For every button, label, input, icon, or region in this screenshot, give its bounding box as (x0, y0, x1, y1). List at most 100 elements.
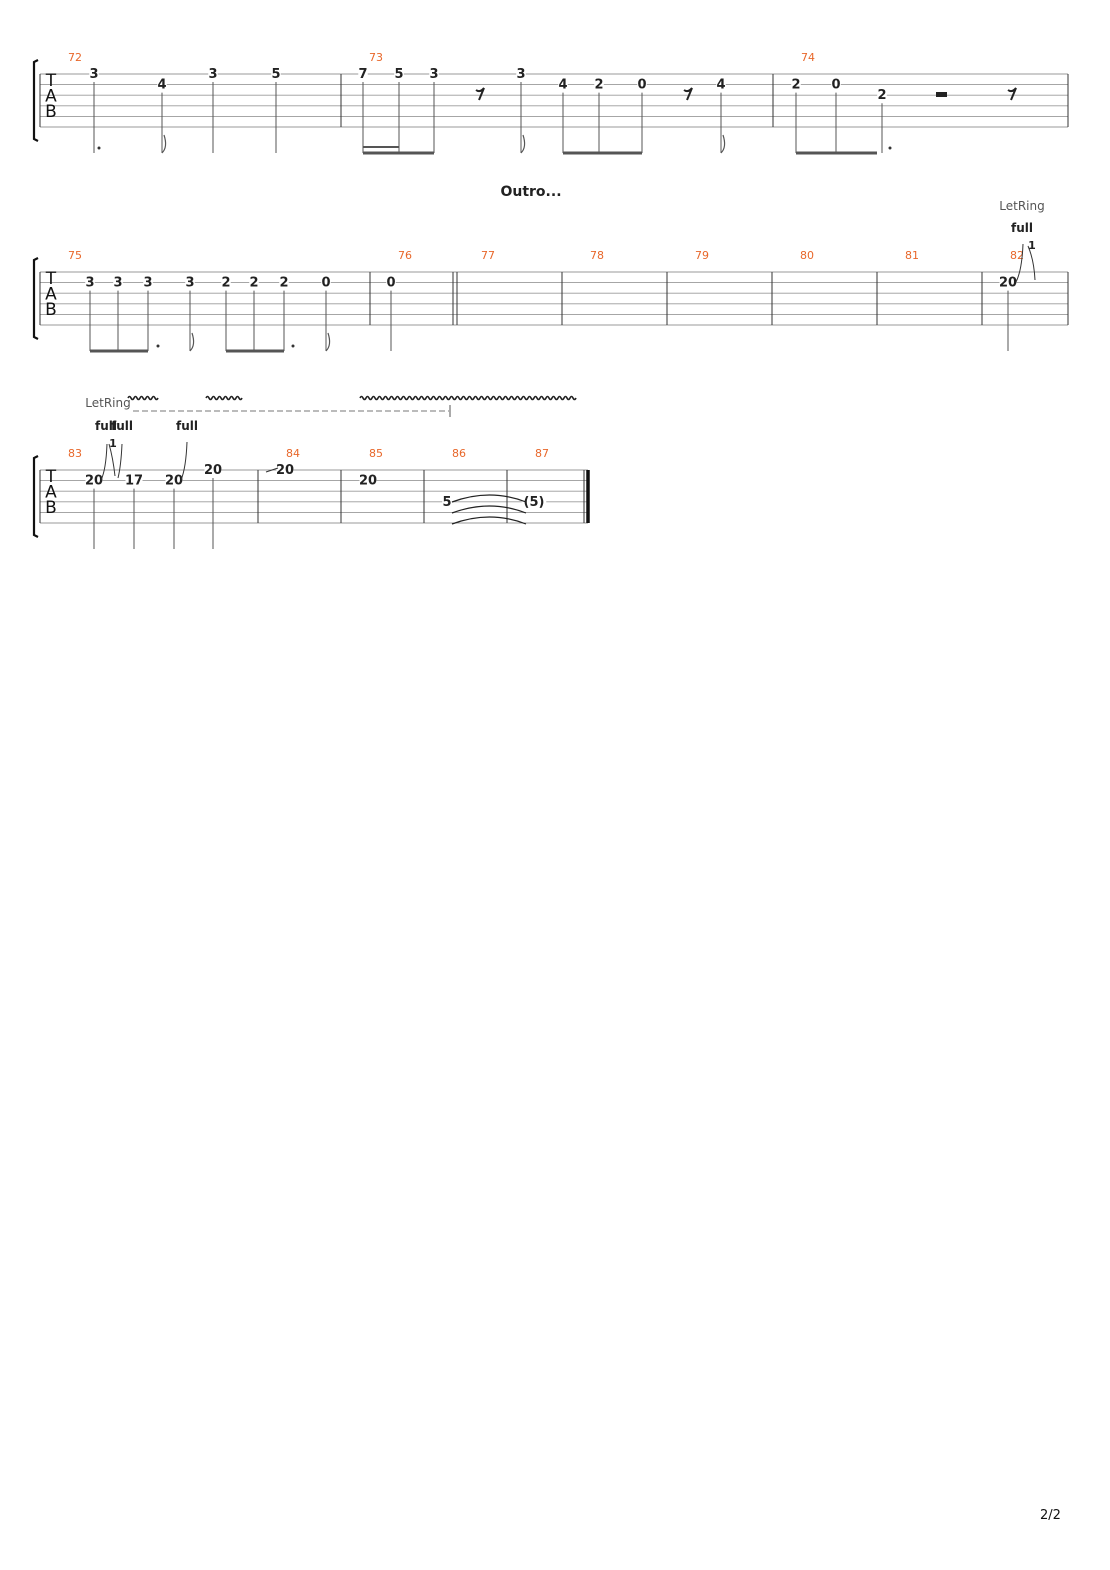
measure-number: 85 (369, 447, 383, 460)
fret-mask (221, 276, 231, 289)
fret-number: 3 (89, 67, 98, 82)
tie (451, 516, 527, 525)
fret-number: 5 (442, 495, 451, 510)
fret-mask (386, 276, 396, 289)
tab-clef-letter: B (45, 300, 57, 320)
fret-mask (359, 474, 377, 487)
tab-clef-letter: B (45, 102, 57, 122)
bend-arrow (108, 443, 116, 477)
measure-number: 74 (801, 51, 815, 64)
tab-clef-letter: T (45, 467, 57, 487)
fret-number: 5 (394, 67, 403, 82)
let-ring-label: LetRing (85, 396, 130, 410)
bend-arrow (180, 441, 188, 481)
fret-mask (89, 68, 99, 80)
vibrato-mark (359, 395, 577, 401)
system-bracket (32, 455, 39, 538)
fret-number: 4 (558, 78, 567, 93)
bend-label: full (1011, 221, 1033, 235)
measure-number: 82 (1010, 249, 1024, 262)
bend-arrow (100, 443, 108, 481)
measure-number: 75 (68, 249, 82, 262)
dot (156, 344, 160, 348)
measure-number: 73 (369, 51, 383, 64)
fret-mask (594, 78, 604, 91)
half-rest (936, 92, 947, 97)
bend-label: full (111, 419, 133, 433)
tab-clef-letter: T (45, 71, 57, 91)
release-label: 1 (1028, 239, 1036, 252)
fret-number: 3 (85, 276, 94, 291)
fret-mask (637, 78, 647, 91)
note-flag (720, 134, 726, 154)
fret-number: 2 (594, 78, 603, 93)
fret-mask (877, 89, 887, 102)
fret-number: 20 (999, 276, 1017, 291)
bend-arrow (1015, 243, 1024, 283)
eighth-rest (475, 87, 485, 101)
fret-mask (521, 495, 547, 508)
fret-number: 20 (165, 474, 183, 489)
fret-mask (558, 78, 568, 91)
fret-number: 5 (271, 67, 280, 82)
tab-clef-letter: A (45, 87, 57, 107)
release-label: 1 (109, 437, 117, 450)
fret-number: 2 (249, 276, 258, 291)
measure-number: 83 (68, 447, 82, 460)
fret-number: 3 (113, 276, 122, 291)
fret-mask (143, 276, 153, 289)
measure-number: 81 (905, 249, 919, 262)
tab-clef-letter: A (45, 483, 57, 503)
page-number: 2/2 (1040, 1508, 1061, 1523)
fret-mask (276, 464, 294, 476)
let-ring-label: LetRing (999, 199, 1044, 213)
fret-mask (204, 464, 222, 476)
fret-mask (791, 78, 801, 91)
fret-mask (208, 68, 218, 80)
bend-arrow (117, 443, 123, 479)
system-bracket (32, 257, 39, 340)
fret-number: 3 (429, 67, 438, 82)
measure-number: 87 (535, 447, 549, 460)
fret-number: 3 (143, 276, 152, 291)
note-flag (189, 332, 195, 352)
fret-mask (358, 68, 368, 80)
vibrato-mark (205, 395, 243, 401)
fret-mask (999, 276, 1017, 289)
measure-number: 84 (286, 447, 300, 460)
tab-clef-letter: B (45, 498, 57, 518)
vibrato-mark (127, 395, 159, 401)
dot (97, 146, 101, 150)
fret-number: 20 (85, 474, 103, 489)
measure-number: 77 (481, 249, 495, 262)
fret-number: 3 (208, 67, 217, 82)
fret-number: 20 (204, 463, 222, 478)
fret-mask (271, 68, 281, 80)
bend-label: full (176, 419, 198, 433)
fret-number: 20 (359, 474, 377, 489)
fret-mask (394, 68, 404, 80)
bend-label: full (95, 419, 117, 433)
tab-clef-letter: A (45, 285, 57, 305)
measure-number: 72 (68, 51, 82, 64)
note-flag (325, 332, 331, 352)
fret-mask (249, 276, 259, 289)
system-bracket (32, 59, 39, 142)
measure-number: 76 (398, 249, 412, 262)
fret-number: 2 (791, 78, 800, 93)
dot (291, 344, 295, 348)
fret-number: 2 (221, 276, 230, 291)
fret-number: 7 (358, 67, 367, 82)
fret-mask (831, 78, 841, 91)
tie (451, 494, 527, 503)
fret-number: 0 (637, 78, 646, 93)
fret-mask (321, 276, 331, 289)
fret-number: 4 (716, 78, 725, 93)
fret-number: 0 (831, 78, 840, 93)
measure-number: 78 (590, 249, 604, 262)
measure-number: 79 (695, 249, 709, 262)
fret-mask (716, 78, 726, 91)
eighth-rest (683, 87, 693, 101)
fret-mask (279, 276, 289, 289)
